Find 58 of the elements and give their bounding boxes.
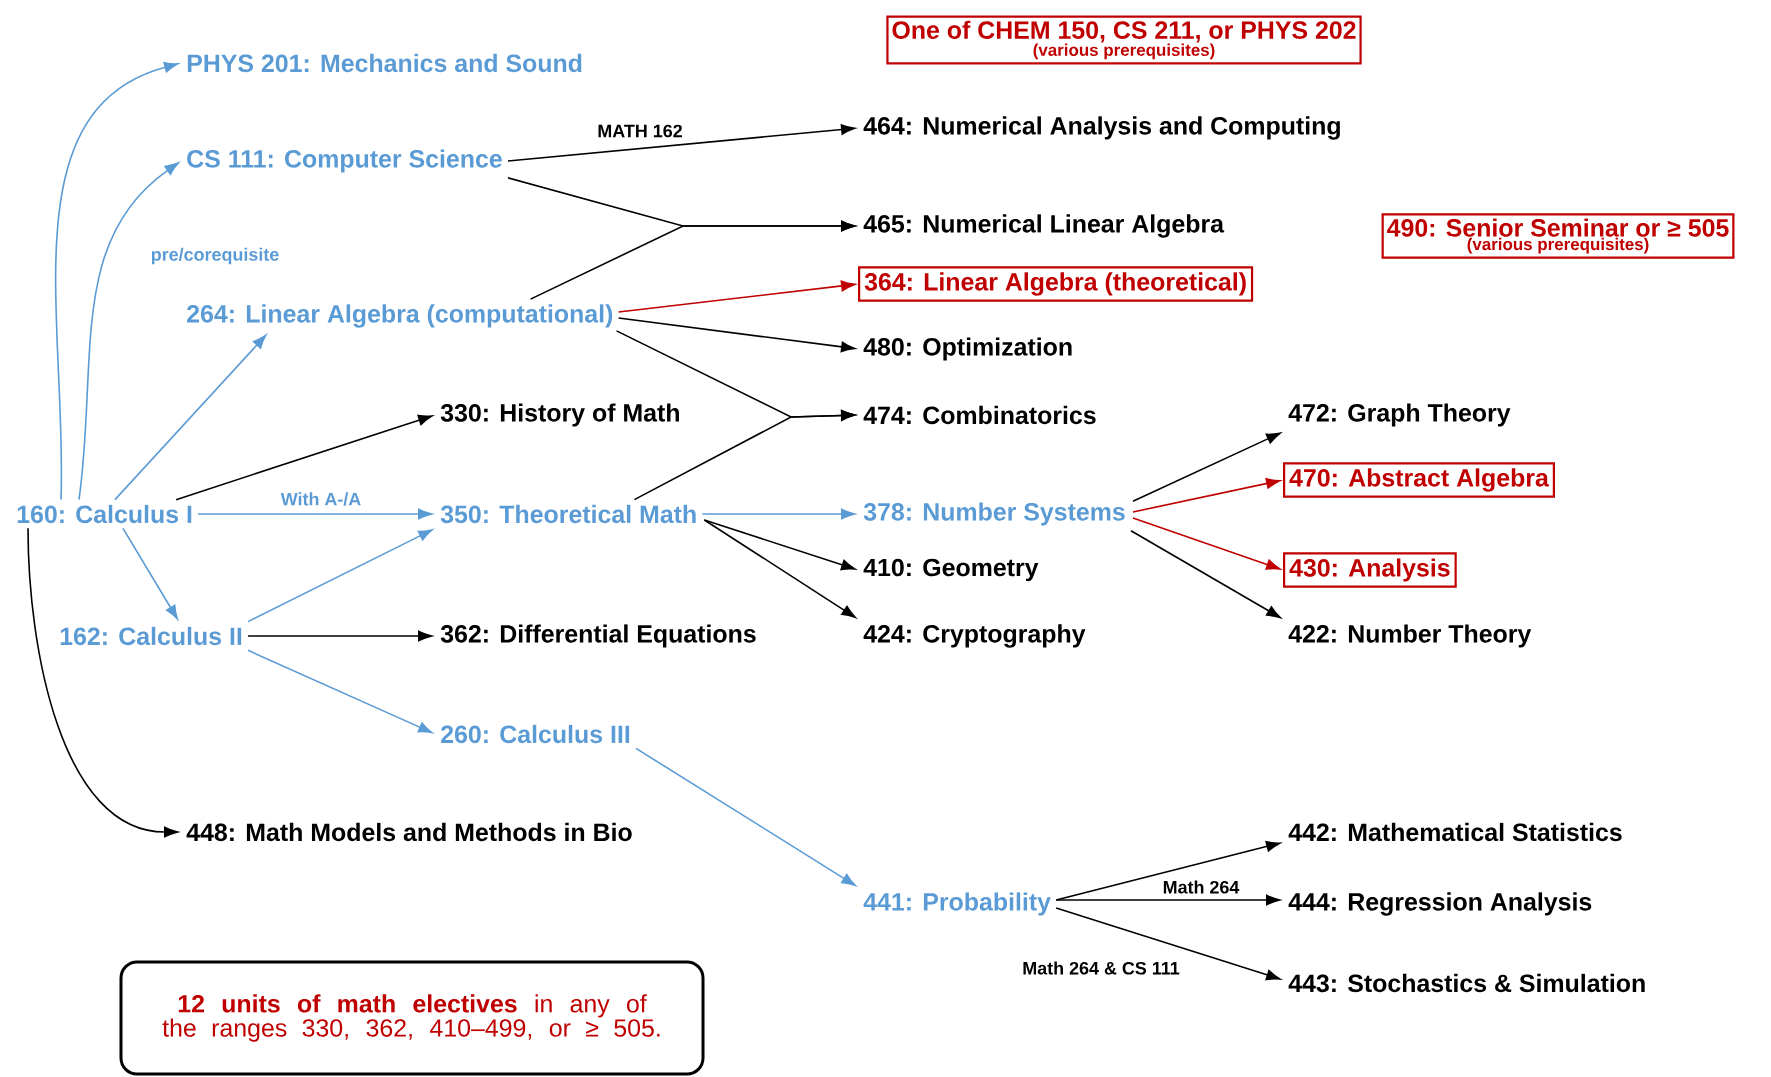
course-label: 378: Number Systems	[863, 502, 1125, 526]
course-label: 442: Mathematical Statistics	[1288, 822, 1622, 842]
course-label: 444: Regression Analysis	[1288, 892, 1592, 916]
arrow	[197, 508, 433, 520]
arrow	[507, 124, 856, 162]
course-label: 264: Linear Algebra (computational)	[187, 304, 613, 328]
arrow	[617, 317, 856, 353]
arrow	[1132, 517, 1281, 570]
edge-label: Math 264 & CS 111	[1021, 960, 1181, 976]
arrow	[1132, 432, 1281, 502]
arrow	[529, 220, 856, 300]
course-box: 364: Linear Algebra (theoretical)	[858, 266, 1254, 302]
arrow	[1130, 530, 1281, 619]
arrow	[703, 519, 856, 619]
course-label: 448: Math Models and Methods in Bio	[186, 822, 632, 842]
arrow	[635, 747, 856, 887]
arrow	[633, 410, 856, 501]
arrow	[122, 527, 178, 620]
course-label: 422: Number Theory	[1288, 624, 1532, 648]
edge-label: Math 264	[1161, 879, 1241, 895]
course-box: 470: Abstract Algebra	[1283, 462, 1555, 498]
course-label: 472: Graph Theory	[1288, 403, 1511, 427]
arrow	[114, 334, 267, 501]
course-label: 441: Probability	[863, 892, 1051, 916]
note-box: 490: Senior Seminar or ≥ 505 (various prerequisites)	[1381, 213, 1735, 259]
course-label: 465: Numerical Linear Algebra	[863, 214, 1225, 238]
course-label: 474: Combinatorics	[863, 405, 1096, 425]
arrow	[1055, 894, 1281, 906]
course-label: PHYS 201: Mechanics and Sound	[187, 53, 582, 73]
arrow	[27, 527, 179, 838]
course-label: 464: Numerical Analysis and Computing	[863, 116, 1340, 140]
course-label: 480: Optimization	[863, 337, 1072, 361]
note-box: 12 units of math electives in any of the ranges 330, 362, 410–499, or ≥ 505.	[119, 960, 705, 1076]
course-label: 362: Differential Equations	[440, 624, 756, 648]
course-label: CS 111: Computer Science	[187, 149, 502, 173]
arrow	[247, 649, 433, 734]
arrow	[175, 414, 433, 501]
arrow	[1132, 478, 1281, 513]
arrow	[617, 280, 856, 313]
arrow	[54, 61, 179, 501]
course-label: 162: Calculus II	[60, 626, 242, 646]
course-label: 350: Theoretical Math	[440, 504, 696, 524]
course-label: 330: History of Math	[440, 403, 679, 427]
note-box: One of CHEM 150, CS 211, or PHYS 202 (various prerequisites)	[886, 15, 1362, 65]
course-label: 443: Stochastics & Simulation	[1288, 973, 1645, 993]
edge-label: pre/corequisite	[149, 246, 281, 266]
course-box: 430: Analysis	[1283, 552, 1457, 588]
arrow	[78, 162, 179, 501]
arrow	[247, 529, 433, 623]
course-label: 424: Cryptography	[863, 624, 1086, 648]
arrow	[1055, 907, 1281, 981]
course-label: 410: Geometry	[863, 558, 1039, 582]
course-label: 160: Calculus I	[17, 504, 192, 524]
edge-label: With A-/A	[279, 491, 363, 507]
arrow	[701, 508, 856, 520]
arrow	[247, 630, 433, 642]
edge-label: MATH 162	[596, 123, 684, 139]
course-label: 260: Calculus III	[441, 724, 630, 744]
